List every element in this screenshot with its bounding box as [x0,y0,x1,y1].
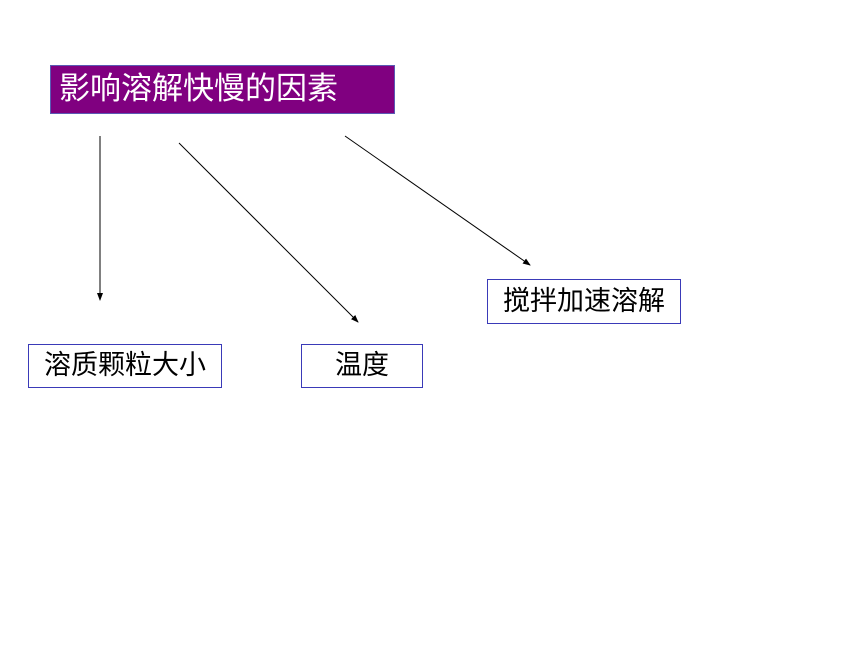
arrow-to-temperature [178,142,359,323]
factor-box-particle-size: 溶质颗粒大小 [28,344,222,388]
factor-box-temperature: 温度 [301,344,423,388]
factor-box-stirring: 搅拌加速溶解 [487,279,681,324]
diagram-title: 影响溶解快慢的因素 [50,65,395,114]
arrow-to-stirring [344,135,531,266]
